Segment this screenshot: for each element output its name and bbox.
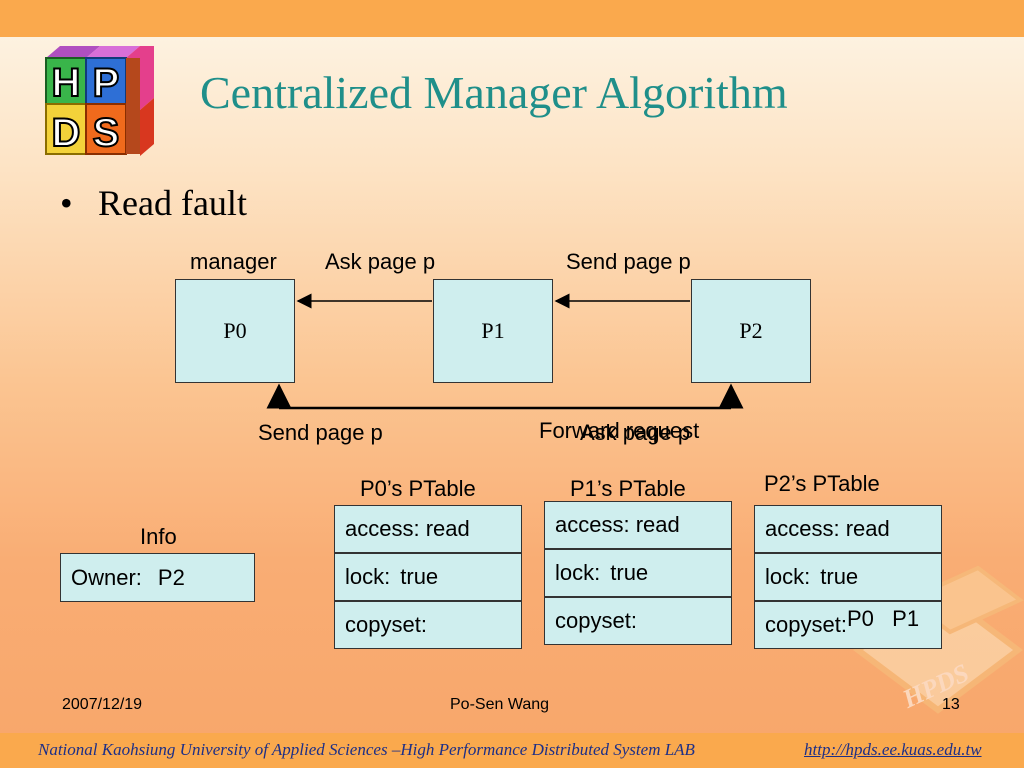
send-page-top-label: Send page p	[566, 249, 691, 274]
send-page-bottom-label: Send page p	[258, 420, 383, 445]
owner-cell: Owner: P2	[60, 553, 255, 602]
top-bar	[0, 0, 1024, 37]
p1-ptable-title: P1’s PTable	[570, 476, 686, 501]
manager-label: manager	[190, 249, 277, 274]
info-title: Info	[140, 524, 177, 549]
footer-date: 2007/12/19	[62, 696, 143, 713]
p2-copyset-vals: P0 P1	[846, 606, 920, 631]
p2-access-cell: access: read	[754, 505, 942, 553]
process-p1: P1	[433, 279, 553, 383]
p0-copyset-key: copyset:	[345, 612, 427, 637]
footer-institution: National Kaohsiung University of Applied…	[38, 740, 695, 759]
p2-copyset-cell: copyset:P0 P1	[754, 601, 942, 649]
p1-lock-cell: lock: true	[544, 549, 732, 597]
bullet-item: • Read fault	[60, 182, 247, 224]
owner-value: P2	[157, 564, 185, 590]
p0-copyset-cell: copyset:	[334, 601, 522, 649]
logo-letter-h: H	[52, 61, 81, 105]
process-p0: P0	[175, 279, 295, 383]
p2-access-text: access: read	[765, 516, 890, 541]
p2-lock-key: lock:	[765, 564, 811, 589]
bullet-text: Read fault	[98, 183, 247, 223]
logo-letter-d: D	[52, 111, 81, 155]
hpds-logo: H P D S	[45, 46, 154, 156]
bottom-bar	[0, 733, 1024, 768]
slide-title: Centralized Manager Algorithm	[200, 67, 788, 118]
footer-url-link[interactable]: http://hpds.ee.kuas.edu.tw	[804, 740, 982, 759]
p1-lock-key: lock:	[555, 560, 601, 585]
owner-key: Owner:	[71, 564, 142, 590]
p0-access-cell: access: read	[334, 505, 522, 553]
footer-author: Po-Sen Wang	[450, 696, 550, 713]
p1-copyset-key: copyset:	[555, 608, 637, 633]
p2-ptable-title: P2’s PTable	[764, 471, 880, 496]
p1-copyset-cell: copyset:	[544, 597, 732, 645]
p1-lock-val: true	[610, 560, 649, 585]
bullet-dot-icon: •	[60, 183, 73, 223]
logo-letter-s: S	[93, 111, 120, 155]
logo-letter-p: P	[93, 61, 120, 105]
footer-page-number: 13	[942, 696, 960, 713]
p0-access-text: access: read	[345, 516, 470, 541]
p2-lock-cell: lock: true	[754, 553, 942, 601]
p0-lock-val: true	[400, 564, 439, 589]
p2-copyset-key: copyset:	[765, 612, 847, 637]
p1-access-cell: access: read	[544, 501, 732, 549]
p0-lock-key: lock:	[345, 564, 391, 589]
ask-page-bottom-label: Ask page p	[580, 420, 691, 445]
p1-access-text: access: read	[555, 512, 680, 537]
p0-ptable-title: P0’s PTable	[360, 476, 476, 501]
forward-request-label: Forward request	[539, 418, 700, 443]
process-p2: P2	[691, 279, 811, 383]
p2-lock-val: true	[820, 564, 859, 589]
p0-lock-cell: lock: true	[334, 553, 522, 601]
ask-page-top-label: Ask page p	[325, 249, 436, 274]
